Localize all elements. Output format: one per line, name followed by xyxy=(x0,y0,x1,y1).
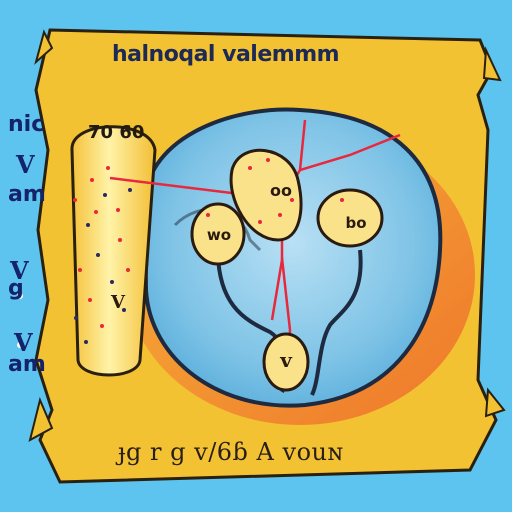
margin-marks xyxy=(17,293,23,348)
diagram-title: halnoqal valemmm xyxy=(112,42,340,67)
side-label-3: am xyxy=(8,182,46,207)
edge-spikes xyxy=(28,29,506,442)
cell-bottom xyxy=(262,332,310,392)
cell-right xyxy=(316,188,384,248)
cell-right-label: bo xyxy=(345,214,367,232)
cell-bottom-label: v xyxy=(280,348,292,372)
cell-left xyxy=(190,202,246,266)
bottom-caption: ɟg r g v/6ɓ A vouɴ xyxy=(118,438,344,466)
cell-top-label: oo xyxy=(270,181,292,200)
side-label-1: nic xyxy=(8,112,45,137)
left-tube xyxy=(70,125,157,377)
tube-speckles xyxy=(73,166,132,344)
side-label-6: V xyxy=(14,328,33,357)
side-label-2: V xyxy=(16,150,35,179)
tube-label: V xyxy=(111,292,125,313)
tube-top-numbers: 70 60 xyxy=(88,122,145,143)
side-label-5: g xyxy=(8,276,24,301)
side-label-7: am xyxy=(8,352,46,377)
cell-speckles xyxy=(206,158,344,224)
cell-left-label: wo xyxy=(206,226,232,244)
side-label-4: V xyxy=(10,256,29,285)
cell-top xyxy=(229,148,303,242)
heart-vessel xyxy=(142,107,443,408)
